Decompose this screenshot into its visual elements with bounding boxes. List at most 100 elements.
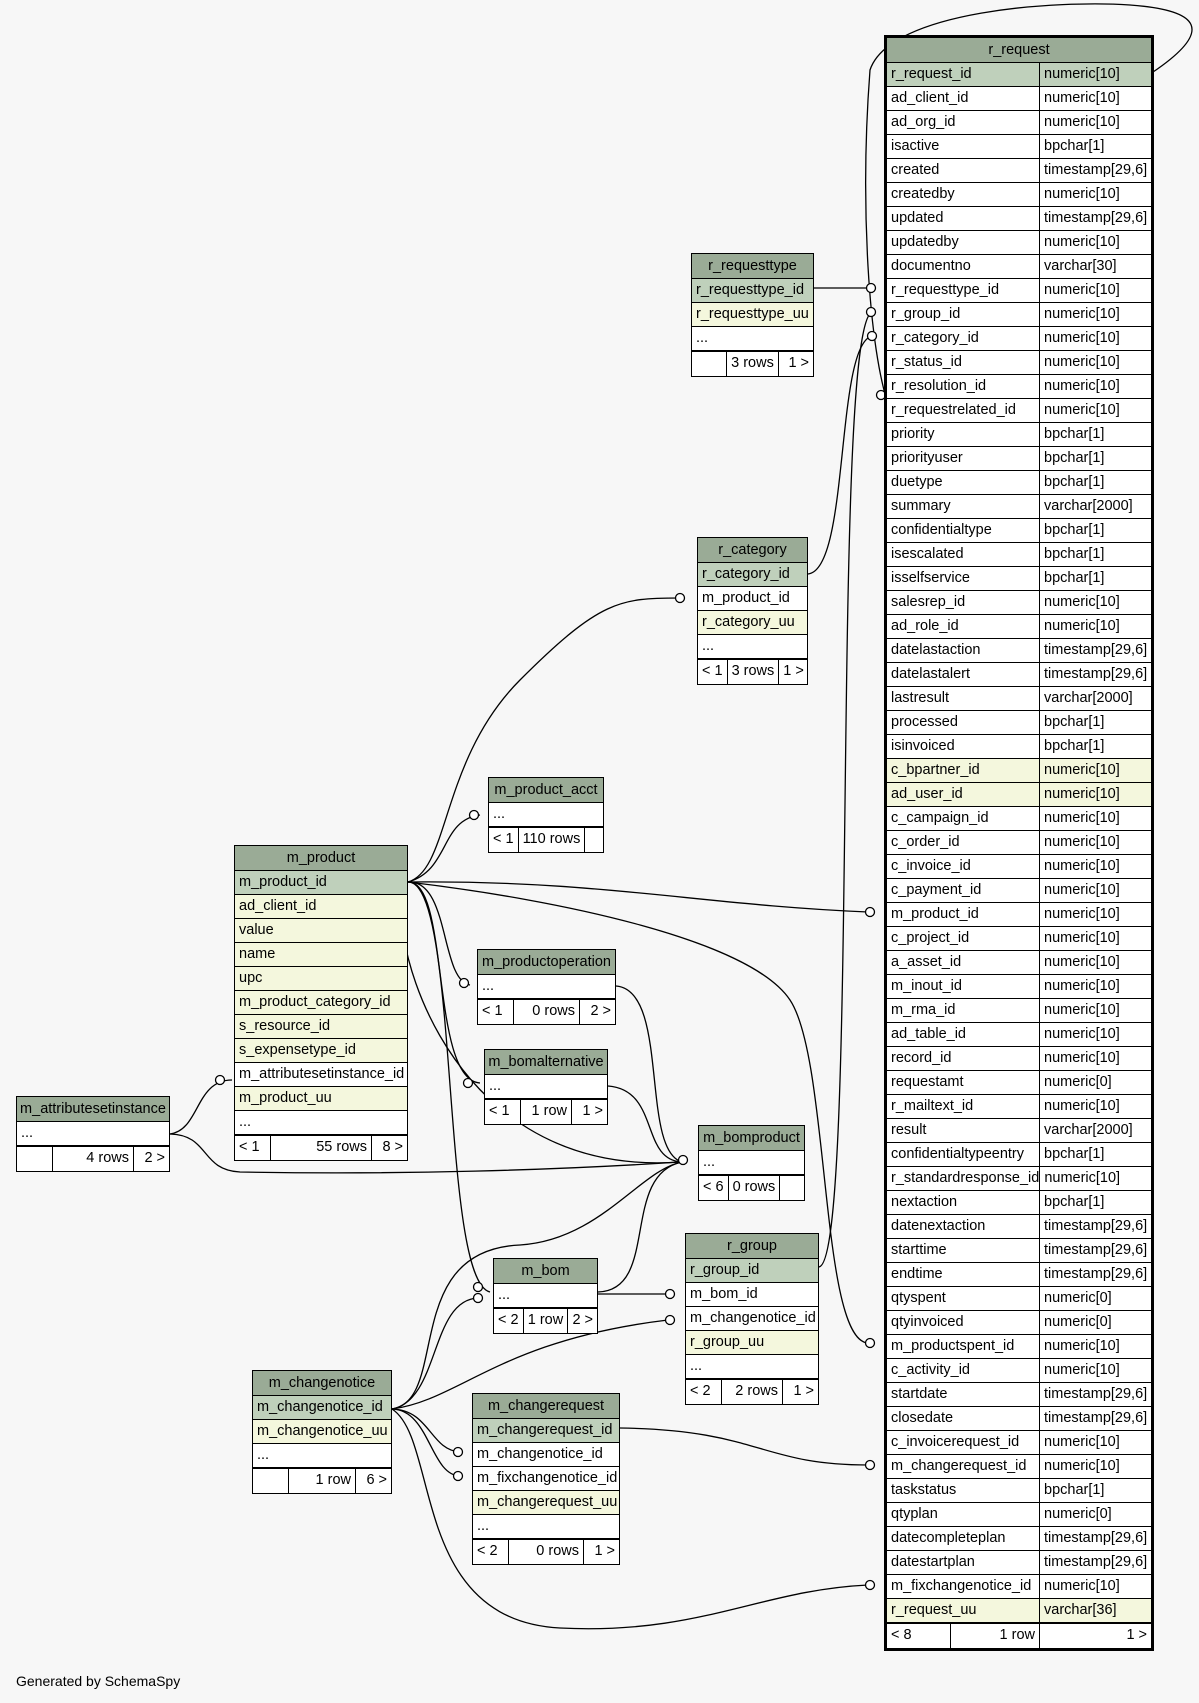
column-row[interactable]: m_changenotice_id bbox=[686, 1307, 818, 1331]
column-row[interactable]: ... bbox=[698, 635, 807, 659]
column-row[interactable]: ad_client_id bbox=[235, 895, 407, 919]
column-row[interactable]: m_changerequest_id bbox=[473, 1419, 619, 1443]
parents-link[interactable] bbox=[17, 1147, 53, 1171]
children-link[interactable]: 2 > bbox=[133, 1147, 169, 1171]
column-row[interactable]: s_resource_id bbox=[235, 1015, 407, 1039]
column-row[interactable]: ... bbox=[235, 1111, 407, 1135]
parents-link[interactable]: < 1 bbox=[489, 828, 519, 852]
column-row[interactable]: ... bbox=[478, 975, 615, 999]
column-row[interactable]: m_bom_id bbox=[686, 1283, 818, 1307]
column-row[interactable]: m_changerequest_uu bbox=[473, 1491, 619, 1515]
column-row[interactable]: m_changenotice_id bbox=[473, 1443, 619, 1467]
table-title[interactable]: m_productoperation bbox=[478, 950, 615, 975]
column-row[interactable]: name bbox=[235, 943, 407, 967]
children-link[interactable] bbox=[584, 828, 603, 852]
parents-link[interactable]: < 8 bbox=[887, 1624, 951, 1648]
column-row[interactable]: ... bbox=[699, 1151, 804, 1175]
parents-link[interactable]: < 1 bbox=[698, 660, 728, 684]
children-link[interactable]: 6 > bbox=[355, 1469, 391, 1493]
column-row[interactable]: ... bbox=[686, 1355, 818, 1379]
table-title[interactable]: m_changenotice bbox=[253, 1371, 391, 1396]
children-link[interactable]: 1 > bbox=[778, 660, 808, 684]
column-row[interactable]: m_product_id bbox=[235, 871, 407, 895]
column-row[interactable]: r_requesttype_id bbox=[692, 279, 813, 303]
column-row[interactable]: m_changenotice_id bbox=[253, 1396, 391, 1420]
children-link[interactable]: 1 > bbox=[1039, 1624, 1151, 1648]
table-title[interactable]: r_request bbox=[887, 38, 1151, 63]
column-row[interactable]: ... bbox=[253, 1444, 391, 1468]
table-title[interactable]: r_category bbox=[698, 538, 807, 563]
parents-link[interactable]: < 6 bbox=[699, 1176, 729, 1200]
column-row[interactable]: value bbox=[235, 919, 407, 943]
table-title[interactable]: m_product bbox=[235, 846, 407, 871]
column-row[interactable]: ... bbox=[473, 1515, 619, 1539]
parents-link[interactable] bbox=[692, 352, 728, 376]
column-row[interactable]: s_expensetype_id bbox=[235, 1039, 407, 1063]
table-title[interactable]: r_requesttype bbox=[692, 254, 813, 279]
column-row[interactable]: ... bbox=[485, 1075, 607, 1099]
column-row[interactable]: m_product_id bbox=[698, 587, 807, 611]
column-row[interactable]: ... bbox=[494, 1284, 597, 1308]
parents-link[interactable]: < 2 bbox=[494, 1309, 524, 1333]
children-link[interactable]: 2 > bbox=[567, 1309, 597, 1333]
column-row[interactable]: r_category_uu bbox=[698, 611, 807, 635]
column-row[interactable]: m_fixchangenotice_id bbox=[473, 1467, 619, 1491]
children-link[interactable]: 8 > bbox=[371, 1136, 407, 1160]
column-row[interactable]: r_group_uu bbox=[686, 1331, 818, 1355]
column-row[interactable]: r_requesttype_uu bbox=[692, 303, 813, 327]
table-title[interactable]: m_product_acct bbox=[489, 778, 603, 803]
children-link[interactable]: 2 > bbox=[579, 1000, 615, 1024]
column-row[interactable]: ... bbox=[489, 803, 603, 827]
parents-link[interactable]: < 1 bbox=[478, 1000, 514, 1024]
